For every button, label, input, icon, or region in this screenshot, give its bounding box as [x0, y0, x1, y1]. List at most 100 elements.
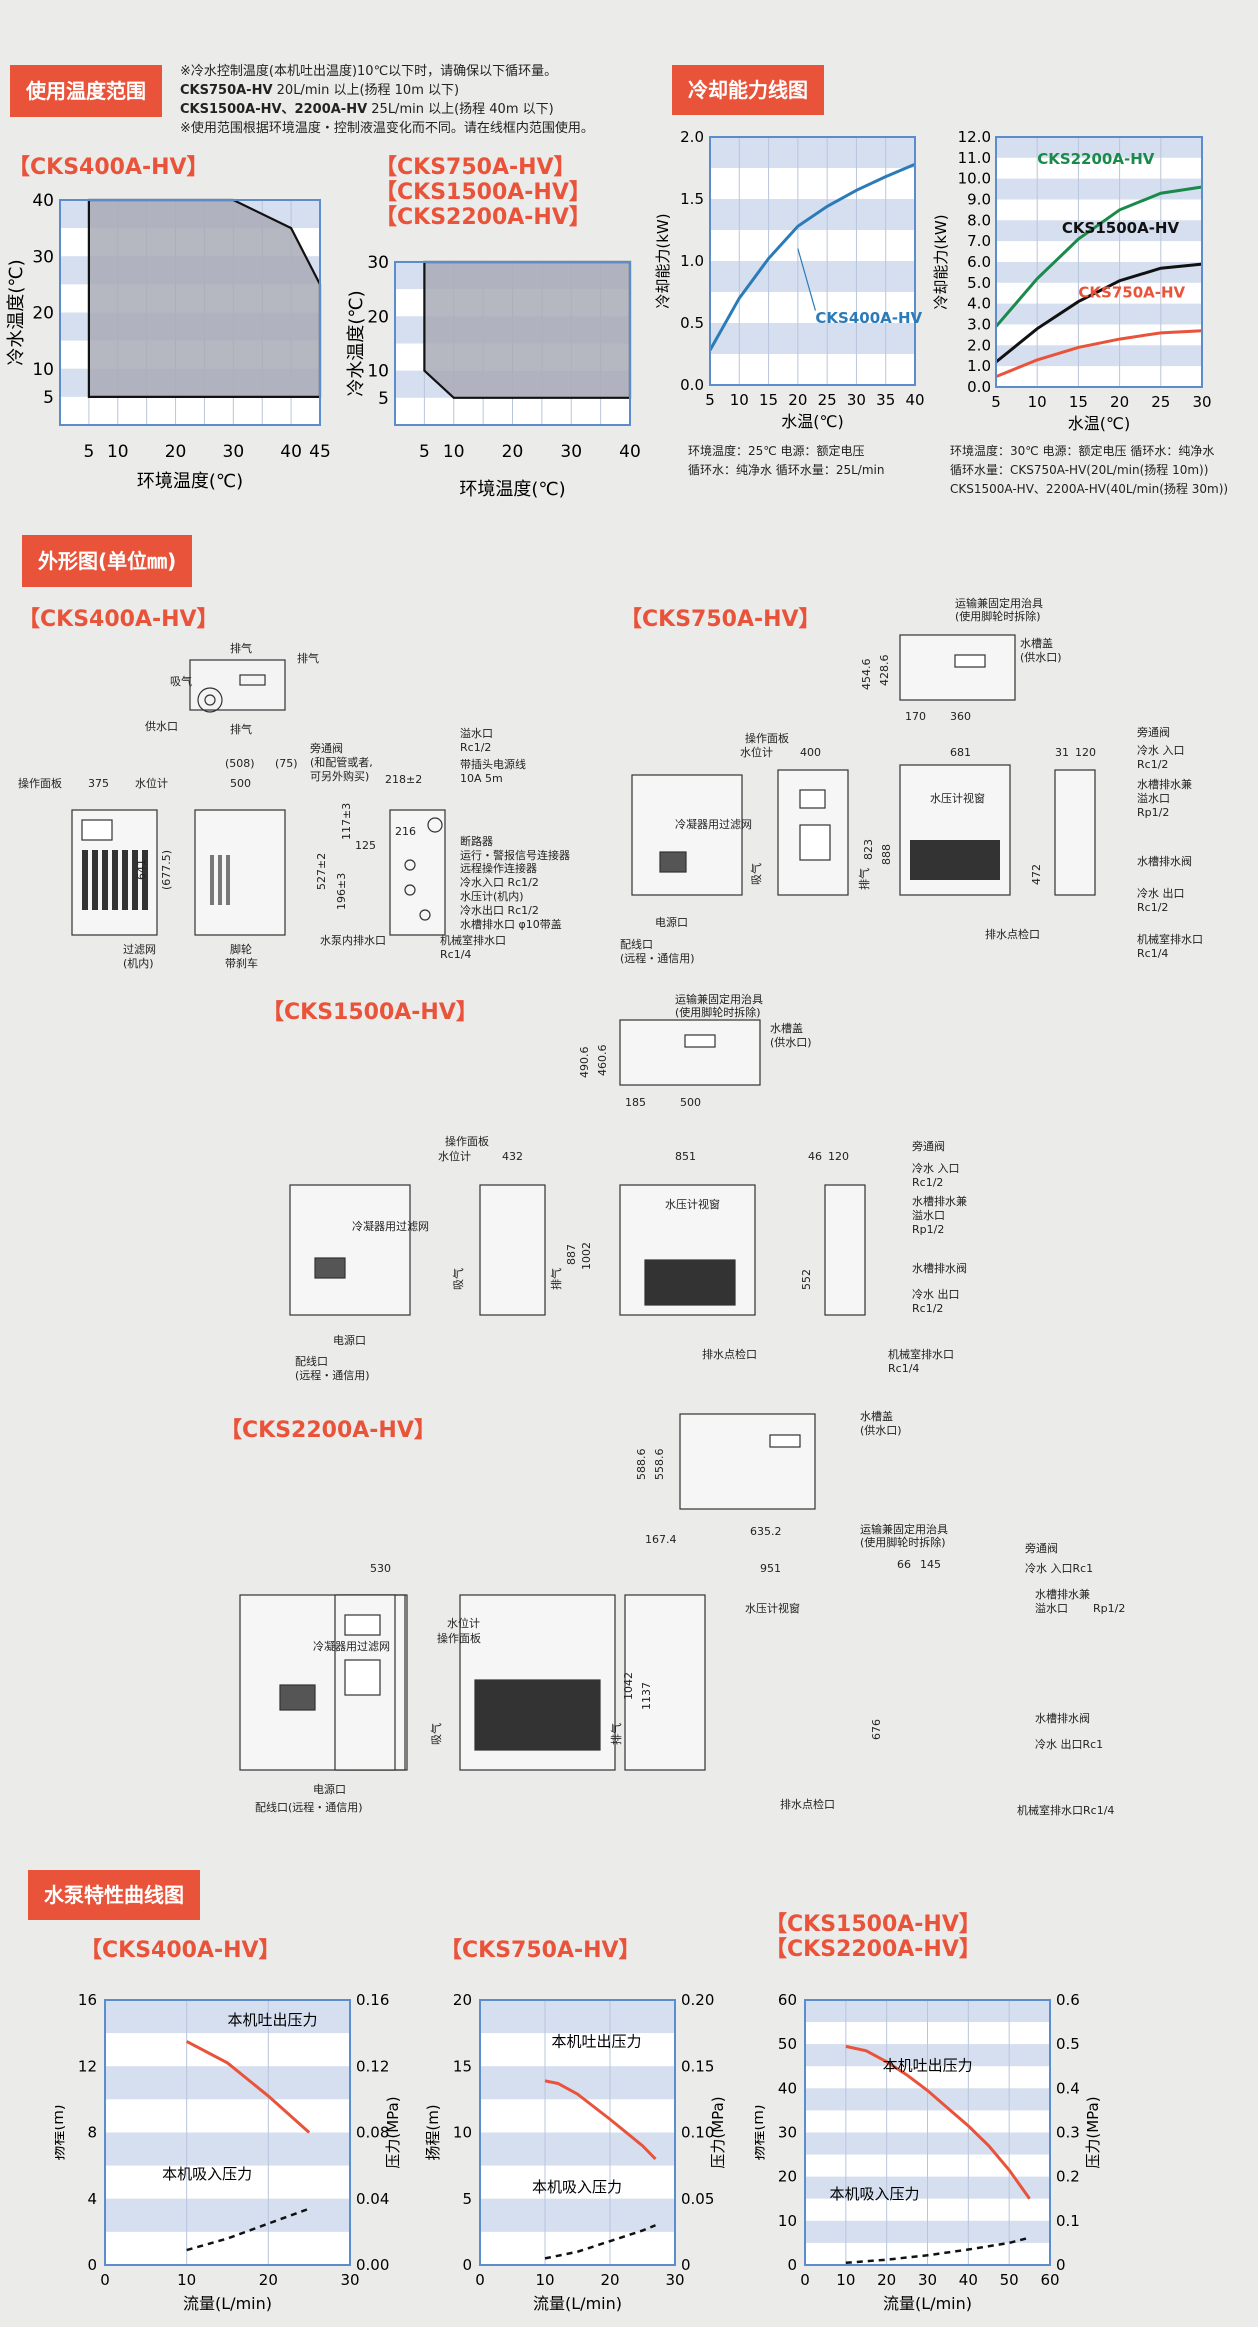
x-axis-label: 环境温度(℃) [459, 479, 565, 500]
band-row [480, 2132, 675, 2166]
d750-front-views [631, 764, 1096, 896]
chart-frame [709, 136, 916, 386]
d1500-wiring2: (远程・通信用) [295, 1369, 370, 1382]
d2200-h5886a: 588.6 [635, 1449, 648, 1481]
x-tick-label: 10 [730, 391, 749, 409]
d750-filter: 冷凝器用过滤网 [675, 817, 752, 831]
d1500-transport: 运输兼固定用治具 [675, 992, 763, 1006]
d400-d527: 527±2 [315, 853, 328, 890]
d2200-win: 冷水 入口Rc1 [1025, 1562, 1093, 1575]
d2200-h1042: 1042 [622, 1672, 635, 1700]
d1500-machdrain: 机械室排水口 [888, 1347, 954, 1361]
d1500-h1002: 1002 [580, 1242, 593, 1270]
x-tick-label: 20 [502, 442, 524, 462]
d750-h4546: 454.6 [860, 659, 873, 691]
d400-caster: 脚轮 [230, 942, 252, 956]
suction-label: 本机吸入压力 [532, 2178, 622, 2196]
temp-note-4: ※使用范围根据环境温度・控制液温变化而不同。请在线框内范围使用。 [180, 121, 594, 136]
d400-drain: 水槽排水口 φ10带盖 [460, 917, 562, 931]
x-tick-label: 15 [1069, 393, 1088, 411]
d2200-rp12: Rp1/2 [1093, 1602, 1125, 1615]
y-tick-label: 8.0 [967, 211, 991, 229]
y2-tick-label: 0.6 [1056, 1991, 1080, 2009]
y2-tick-label: 0.20 [681, 1991, 714, 2009]
d400-w508: (508) [225, 757, 255, 770]
d1500-w432: 432 [502, 1150, 523, 1163]
y-tick-label: 60 [778, 1991, 797, 2009]
band-row [996, 199, 1202, 221]
x-axis-label: 流量(L/min) [883, 2294, 972, 2313]
d1500-wout: 冷水 出口 [912, 1287, 960, 1301]
x-tick-label: 10 [177, 2271, 196, 2289]
y2-tick-label: 0.5 [1056, 2035, 1080, 2053]
d750-top-view [899, 634, 1016, 701]
x-tick-label: 10 [1028, 393, 1047, 411]
y-tick-label: 10 [32, 360, 54, 380]
x-tick-label: 25 [1151, 393, 1170, 411]
chart-frame [804, 1999, 1051, 2266]
x-tick-label: 40 [959, 2271, 978, 2289]
y-tick-label: 3.0 [967, 316, 991, 334]
d2200-panel: 操作面板 [437, 1631, 481, 1645]
band-row [105, 2066, 350, 2100]
d1500-views [289, 1184, 866, 1316]
x-tick-label: 45 [309, 442, 331, 462]
d750-wout: 冷水 出口 [1137, 886, 1185, 900]
x-tick-label: 10 [836, 2271, 855, 2289]
y-tick-label: 30 [367, 253, 389, 273]
y-tick-label: 30 [32, 247, 54, 267]
temp-chart-title-right-1: 【CKS750A-HV】 [375, 155, 576, 180]
y-tick-label: 12.0 [958, 128, 991, 146]
band-row [710, 292, 915, 323]
band-row [996, 241, 1202, 262]
x-tick-label: 40 [280, 442, 302, 462]
cooling-note-right-1: 环境温度：30℃ 电源：额定电压 循环水：纯净水 [950, 444, 1215, 458]
d2200-window: 水压计视窗 [745, 1601, 800, 1615]
discharge-pressure-line [185, 2040, 311, 2134]
y2-axis-label: 压力(MPa) [384, 2096, 402, 2168]
section-header-pump: 水泵特性曲线图 [28, 1870, 200, 1920]
x-tick-label: 15 [759, 391, 778, 409]
band-row [710, 168, 915, 199]
d400-gauge: 水压计(机内) [460, 889, 524, 903]
d750-transport: 运输兼固定用治具 [955, 596, 1043, 610]
band-row [105, 2033, 350, 2067]
d1500-tankdrain: 水槽排水兼 [912, 1194, 967, 1208]
outline-drawing-1500: 运输兼固定用治具 (使用脚轮时拆除) 水槽盖 (供水口) 490.6 460.6… [289, 992, 967, 1382]
x-tick-label: 20 [788, 391, 807, 409]
d2200-drainvalve: 水槽排水阀 [1035, 1711, 1090, 1725]
d400-exhaust-bottom: 排气 [230, 722, 252, 736]
y-tick-label: 10 [453, 2124, 472, 2142]
temp-note-2: CKS750A-HV 20L/min 以上(扬程 10m 以下) [180, 81, 700, 100]
d400-overflow-rc12: Rc1/2 [460, 741, 491, 754]
y2-axis-label: 压力(MPa) [709, 2096, 727, 2168]
d750-power: 电源口 [655, 915, 688, 929]
x-tick-label: 30 [665, 2271, 684, 2289]
d400-filter: 过滤网 [123, 943, 156, 956]
d750-wiring: 配线口 [620, 937, 653, 951]
band-row [996, 303, 1202, 325]
d750-level: 水位计 [740, 745, 773, 759]
band-row [480, 2099, 675, 2133]
d1500-wiring: 配线口 [295, 1354, 328, 1368]
y2-tick-label: 0.00 [356, 2256, 389, 2274]
d1500-h4606: 460.6 [596, 1045, 609, 1077]
y-tick-label: 5 [43, 388, 54, 408]
band-row [996, 345, 1202, 367]
d750-w120: 120 [1075, 746, 1096, 759]
x-tick-label: 0 [475, 2271, 485, 2289]
d400-d218: 218±2 [385, 773, 422, 786]
d1500-overflow: 溢水口 [912, 1208, 945, 1222]
outline-title-1500: 【CKS1500A-HV】 [262, 1000, 478, 1025]
d2200-tankdrain: 水槽排水兼 [1035, 1587, 1090, 1601]
d400-exhaust-top: 排气 [230, 641, 252, 655]
d750-machdrain: 机械室排水口 [1137, 932, 1203, 946]
band-row [710, 323, 915, 354]
x-tick-label: 20 [877, 2271, 896, 2289]
d400-w75: (75) [275, 757, 298, 770]
y2-tick-label: 0.05 [681, 2190, 714, 2208]
y-tick-label: 7.0 [967, 232, 991, 250]
x-tick-label: 50 [1000, 2271, 1019, 2289]
band-row [996, 366, 1202, 387]
